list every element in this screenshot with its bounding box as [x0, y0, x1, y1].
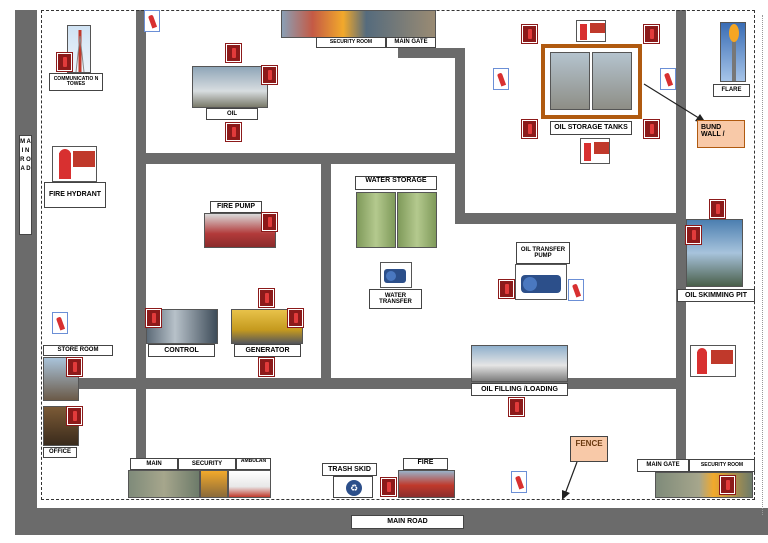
oil-filling-loading-image	[471, 345, 568, 382]
fire-extinguisher-icon	[709, 199, 726, 219]
fire-extinguisher-icon	[225, 43, 242, 63]
store-room-label: STORE ROOM	[43, 345, 113, 356]
fire-extinguisher-icon	[56, 52, 73, 72]
fence-label: FENCE	[570, 436, 608, 462]
road-horizontal-right	[455, 213, 685, 224]
fire-pump-label: FIRE PUMP	[210, 201, 262, 213]
flare-label: FLARE	[713, 84, 750, 97]
oil-transfer-pump-image	[515, 264, 567, 300]
fire-hydrant-icon	[493, 68, 509, 90]
ambulance-image	[228, 470, 271, 498]
oil-transfer-pump-label: OIL TRANSFER PUMP	[516, 242, 570, 264]
fire-hydrant-right-image	[690, 345, 736, 377]
fire-hydrant-icon	[511, 471, 527, 493]
fire-hydrant-icon	[568, 279, 584, 301]
office-label: OFFICE	[43, 447, 77, 458]
main-gate-right-image	[655, 472, 753, 498]
bund-wall-label: BUND WALL /	[697, 120, 745, 148]
fire-hydrant-icon	[52, 312, 68, 334]
fire-extinguisher-icon	[66, 406, 83, 426]
fire-extinguisher-icon	[498, 279, 515, 299]
oil-skimming-pit-label: OIL SKIMMING PIT	[677, 289, 755, 302]
fire-extinguisher-icon	[380, 477, 397, 497]
fire-station-image	[398, 470, 455, 498]
security-bottom-image	[200, 470, 228, 498]
oil-storage-tank-right-image	[592, 52, 632, 110]
security-room-top-label: SECURITY ROOM	[316, 37, 386, 48]
fire-extinguisher-icon	[258, 357, 275, 377]
main-gate-top-label: MAIN GATE	[386, 37, 436, 48]
main-gate-bottom-image	[128, 470, 200, 498]
fence-arrow-icon	[562, 461, 578, 500]
fire-extinguisher-icon	[225, 122, 242, 142]
trash-skid-label: TRASH SKID	[322, 463, 377, 476]
generator-label: GENERATOR	[234, 344, 301, 357]
road-vertical-upper-right	[455, 48, 465, 224]
fire-extinguisher-icon	[287, 308, 304, 328]
oil-storage-tanks-hydrant-image	[580, 138, 610, 164]
fire-bottom-label: FIRE	[403, 458, 448, 470]
road-horizontal-lower	[75, 378, 680, 389]
fence-dotted-edge	[762, 15, 763, 515]
fire-hydrant-icon	[660, 68, 676, 90]
svg-text:♻: ♻	[350, 484, 358, 494]
fire-extinguisher-icon	[258, 288, 275, 308]
water-transfer-label: WATER TRANSFER	[369, 289, 422, 309]
fire-extinguisher-icon	[521, 24, 538, 44]
ambulance-label: AMBULAN	[236, 458, 271, 470]
office-image	[43, 406, 79, 446]
fire-extinguisher-icon	[719, 475, 736, 495]
oil-storage-tank-left-image	[550, 52, 590, 110]
security-room-right-label: SECURITY ROOM	[689, 459, 755, 472]
main-road-left-label: M A I N R O A D	[19, 135, 32, 235]
water-transfer-pump-image	[380, 262, 412, 288]
water-storage-tank-left-image	[356, 192, 396, 248]
road-vertical-right	[676, 10, 686, 460]
main-road-bottom-label: MAIN ROAD	[351, 515, 464, 529]
oil-storage-tanks-label: OIL STORAGE TANKS	[550, 121, 632, 135]
road-horizontal-upper	[136, 153, 456, 164]
water-storage-tank-right-image	[397, 192, 437, 248]
fire-extinguisher-icon	[643, 119, 660, 139]
water-storage-label: WATER STORAGE	[355, 176, 437, 190]
road-vertical-left	[136, 10, 146, 498]
fire-extinguisher-icon	[261, 212, 278, 232]
road-horizontal-gate-top	[398, 48, 463, 58]
fire-extinguisher-icon	[66, 357, 83, 377]
flare-image	[720, 22, 746, 82]
fire-extinguisher-icon	[521, 119, 538, 139]
fire-hydrant-icon	[144, 10, 160, 32]
fire-extinguisher-icon	[145, 308, 162, 328]
fire-hydrant-image	[52, 146, 97, 182]
left-main-road	[15, 10, 37, 535]
main-gate-right-label: MAIN GATE	[637, 459, 689, 472]
communication-tower-image	[67, 25, 91, 73]
road-vertical-middle	[321, 164, 331, 379]
communication-towers-label: COMMUNICATIO N TOWES	[49, 73, 103, 91]
fire-extinguisher-icon	[261, 65, 278, 85]
security-room-top-image	[281, 10, 436, 38]
recycle-icon: ♻	[333, 476, 373, 498]
main-bottom-label: MAIN	[130, 458, 178, 470]
fire-extinguisher-icon	[685, 225, 702, 245]
oil-storage-tanks-fire-station-image	[576, 20, 606, 42]
oil-filling-loading-label: OIL FILLING /LOADING	[471, 383, 568, 396]
fire-extinguisher-icon	[508, 397, 525, 417]
fire-hydrant-label: FIRE HYDRANT	[44, 182, 106, 208]
fire-extinguisher-icon	[643, 24, 660, 44]
oil-label: OIL	[206, 108, 258, 120]
control-label: CONTROL	[148, 344, 215, 357]
oil-image	[192, 66, 268, 108]
security-bottom-label: SECURITY	[178, 458, 236, 470]
